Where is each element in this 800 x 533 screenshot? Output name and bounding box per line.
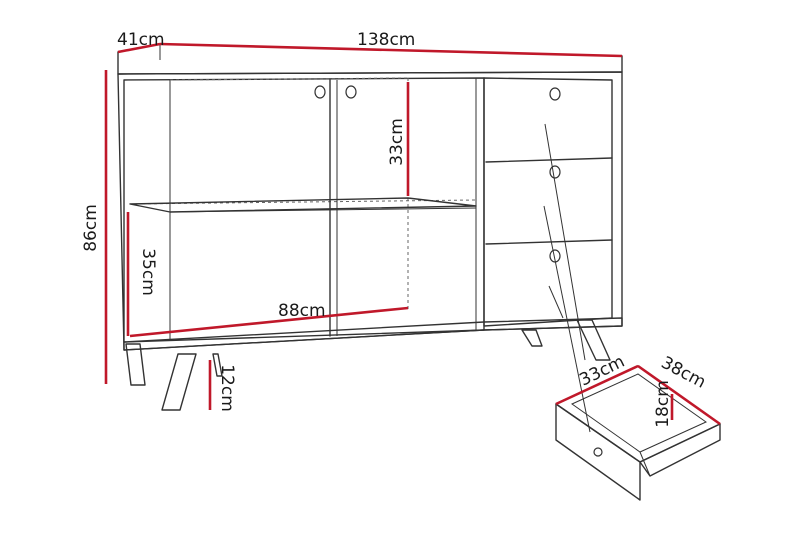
drawer-front-panel bbox=[555, 403, 641, 501]
leg-back-left bbox=[212, 353, 223, 377]
label-leg-height: 12cm bbox=[217, 364, 237, 412]
cabinet-legs bbox=[125, 319, 611, 411]
label-lower-shelf: 35cm bbox=[138, 248, 158, 296]
drawer-divider-2 bbox=[485, 239, 613, 245]
label-width: 138cm bbox=[357, 30, 415, 50]
label-depth: 41cm bbox=[117, 30, 165, 50]
label-inner-width: 88cm bbox=[278, 301, 326, 321]
label-height: 86cm bbox=[81, 204, 101, 252]
drawer-section bbox=[483, 77, 613, 327]
dim-line-inner-width bbox=[129, 306, 409, 338]
left-door-knob bbox=[314, 85, 326, 99]
cabinet-body bbox=[117, 43, 623, 433]
right-door-knob bbox=[345, 85, 357, 99]
dimension-labels: 41cm 138cm 86cm 33cm 35cm 88cm 12cm 33cm… bbox=[81, 30, 709, 428]
dimension-lines bbox=[104, 42, 721, 426]
leg-front-middle bbox=[161, 353, 197, 411]
drawer-2-knob bbox=[549, 165, 561, 179]
dim-line-width bbox=[159, 42, 623, 58]
drawer-side-panel bbox=[639, 423, 721, 477]
hidden-back-top bbox=[169, 77, 409, 81]
drawer-guide-line-3 bbox=[548, 285, 564, 319]
label-drawer-height: 18cm bbox=[653, 380, 673, 428]
middle-shelf bbox=[129, 197, 477, 213]
drawer-1-knob bbox=[549, 87, 561, 101]
drawer-inner-corner bbox=[639, 451, 651, 477]
drawer-inner-rim bbox=[570, 373, 708, 453]
dim-line-drawer-depth bbox=[555, 364, 639, 406]
hidden-shelf-back bbox=[129, 199, 477, 205]
leg-front-left bbox=[125, 343, 146, 386]
drawer-detail-knob bbox=[593, 447, 603, 457]
dim-line-depth bbox=[117, 42, 161, 54]
dim-line-drawer-width bbox=[637, 364, 721, 426]
leg-back-right bbox=[521, 329, 543, 347]
drawer-guide-line-2 bbox=[543, 205, 591, 433]
middle-shelf-front bbox=[169, 207, 477, 213]
drawer-divider-1 bbox=[485, 157, 613, 163]
leg-front-right bbox=[576, 319, 611, 361]
label-upper-shelf: 33cm bbox=[387, 118, 407, 166]
